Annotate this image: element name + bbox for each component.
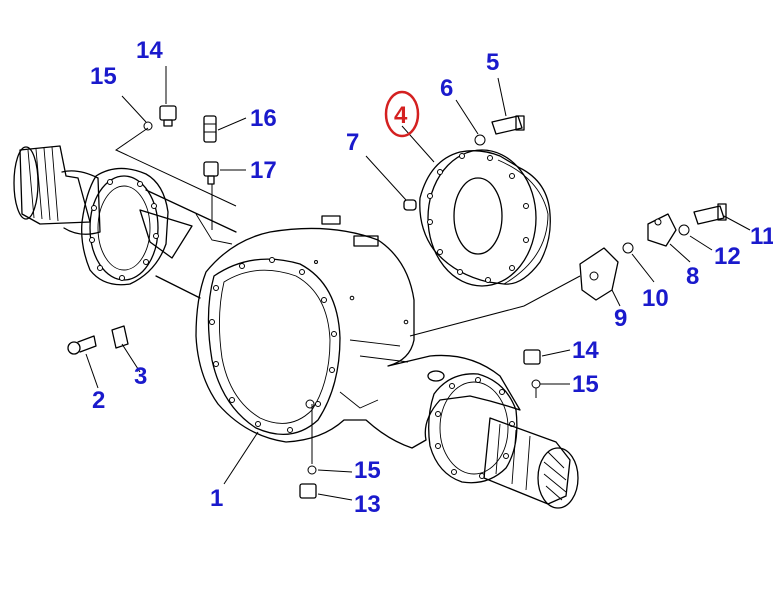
callout-6: 6 <box>440 75 453 102</box>
callout-15-bottom: 15 <box>354 457 381 484</box>
callout-15-top: 15 <box>90 63 117 90</box>
bolt-part-11 <box>693 203 727 225</box>
axle-housing-body <box>139 189 521 449</box>
fitting-part-8 <box>647 213 677 247</box>
cover-part-4 <box>419 149 551 287</box>
plug-part-14-right <box>523 349 541 365</box>
callout-8: 8 <box>686 263 699 290</box>
callout-9: 9 <box>614 305 627 332</box>
callout-11: 11 <box>750 223 773 250</box>
washer-part-15-right <box>531 379 541 389</box>
left-axle-shaft <box>13 145 101 235</box>
callout-labels: 14 15 16 17 4 6 5 7 11 12 8 10 9 14 15 3… <box>90 37 773 518</box>
bolt-part-5 <box>491 115 525 135</box>
callout-14-top: 14 <box>136 37 163 64</box>
plate-part-3 <box>111 325 129 349</box>
washer-part-15-bottom <box>307 465 317 475</box>
callout-1: 1 <box>210 485 223 512</box>
callout-13: 13 <box>354 491 381 518</box>
right-hub-flange <box>428 373 518 484</box>
callout-7: 7 <box>346 129 359 156</box>
callout-10: 10 <box>642 285 669 312</box>
oring-part-10 <box>622 242 634 254</box>
plug-part-13 <box>299 483 317 499</box>
pin-part-7 <box>403 199 417 211</box>
pin-part-2 <box>67 335 97 355</box>
plug-part-14-top <box>159 105 177 127</box>
callout-4: 4 <box>394 102 408 129</box>
callout-5: 5 <box>486 49 499 76</box>
callout-3: 3 <box>134 363 147 390</box>
callout-14-right: 14 <box>572 337 599 364</box>
washer-part-12 <box>678 224 690 236</box>
callout-15-right: 15 <box>572 371 599 398</box>
plug-part-17 <box>203 161 219 185</box>
left-hub-flange <box>81 167 169 286</box>
gasket-part-9 <box>579 247 619 301</box>
callout-16: 16 <box>250 105 277 132</box>
callout-4-highlight-ring <box>384 90 420 138</box>
washer-part-15-top <box>143 121 153 131</box>
callout-12: 12 <box>714 243 741 270</box>
callout-17: 17 <box>250 157 277 184</box>
callout-2: 2 <box>92 387 105 414</box>
washer-part-6 <box>474 134 486 146</box>
right-axle-shaft <box>483 417 579 509</box>
leader-lines <box>85 66 751 501</box>
breather-part-16 <box>203 115 217 143</box>
